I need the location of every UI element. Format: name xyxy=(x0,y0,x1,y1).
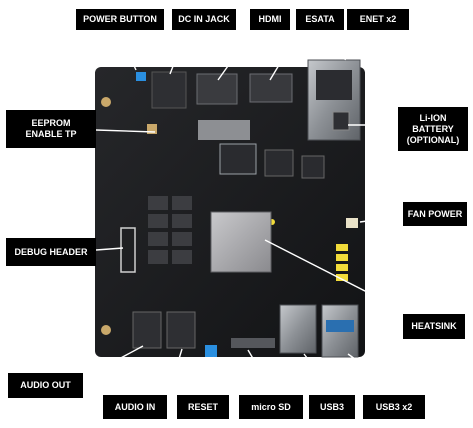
leader-line-debug-header xyxy=(95,247,124,251)
leader-line-audio-out xyxy=(79,345,144,381)
label-reset: RESET xyxy=(177,395,229,419)
leader-line-fan-power xyxy=(359,215,403,223)
leader-line-power-button xyxy=(117,29,137,71)
label-micro-sd: micro SD xyxy=(239,395,303,419)
leader-line-micro-sd xyxy=(247,349,276,397)
capacitor-row xyxy=(198,120,250,140)
led xyxy=(336,274,348,281)
led xyxy=(336,254,348,261)
inductor xyxy=(172,214,192,228)
ethernet-jack-opening xyxy=(316,70,352,100)
mount-hole xyxy=(101,325,111,335)
label-enet-x2: ENET x2 xyxy=(347,9,409,30)
micro-sd-slot xyxy=(231,338,275,348)
label-audio-in: AUDIO IN xyxy=(103,395,167,419)
inductor xyxy=(172,250,192,264)
label-li-ion-battery: Li-ION BATTERY (OPTIONAL) xyxy=(398,107,468,151)
led xyxy=(336,264,348,271)
esata-port xyxy=(249,73,293,103)
label-debug-header: DEBUG HEADER xyxy=(6,238,96,266)
leader-line-heatsink xyxy=(264,239,413,316)
ic-chip xyxy=(301,155,325,179)
leader-line-dc-in-jack xyxy=(169,29,188,75)
inductor xyxy=(148,214,168,228)
inductor xyxy=(148,196,168,210)
inductor xyxy=(148,232,168,246)
leader-line-eeprom xyxy=(95,129,156,133)
leader-line-usb3 xyxy=(303,353,338,397)
label-heatsink: HEATSINK xyxy=(403,314,465,339)
leader-line-enet xyxy=(344,29,360,61)
label-eeprom-enable-tp: EEPROM ENABLE TP xyxy=(6,110,96,148)
power-button xyxy=(136,72,146,81)
label-usb3: USB3 xyxy=(309,395,355,419)
eeprom-test-point xyxy=(147,124,157,134)
inductor xyxy=(172,196,192,210)
audio-out-jack xyxy=(132,311,162,349)
usb3-dual-port-opening xyxy=(326,320,354,332)
label-fan-power: FAN POWER xyxy=(403,202,467,226)
debug-header-pins xyxy=(120,227,136,273)
dc-in-jack xyxy=(151,71,187,109)
label-dc-in-jack: DC IN JACK xyxy=(172,9,236,30)
reset-button xyxy=(205,345,217,357)
leader-line-hdmi xyxy=(217,27,256,81)
processor-chip xyxy=(219,143,257,175)
ic-chip xyxy=(264,149,294,177)
audio-in-jack xyxy=(166,311,196,349)
leader-line-esata xyxy=(269,29,301,81)
leader-line-audio-in xyxy=(167,348,183,396)
fan-power-connector xyxy=(346,218,358,228)
inductor xyxy=(148,250,168,264)
battery-holder xyxy=(332,111,350,131)
label-power-button: POWER BUTTON xyxy=(76,9,164,30)
leader-line-usb3-x2 xyxy=(347,353,409,398)
usb3-port xyxy=(279,304,317,354)
label-hdmi: HDMI xyxy=(250,9,290,30)
label-usb3-x2: USB3 x2 xyxy=(363,395,425,419)
led xyxy=(336,244,348,251)
label-audio-out: AUDIO OUT xyxy=(8,373,83,398)
label-esata: ESATA xyxy=(296,9,344,30)
hdmi-port xyxy=(196,73,238,105)
inductor xyxy=(172,232,192,246)
mount-hole xyxy=(101,97,111,107)
leader-lines xyxy=(79,27,413,398)
heatsink xyxy=(210,211,272,273)
leader-line-reset xyxy=(212,356,223,395)
